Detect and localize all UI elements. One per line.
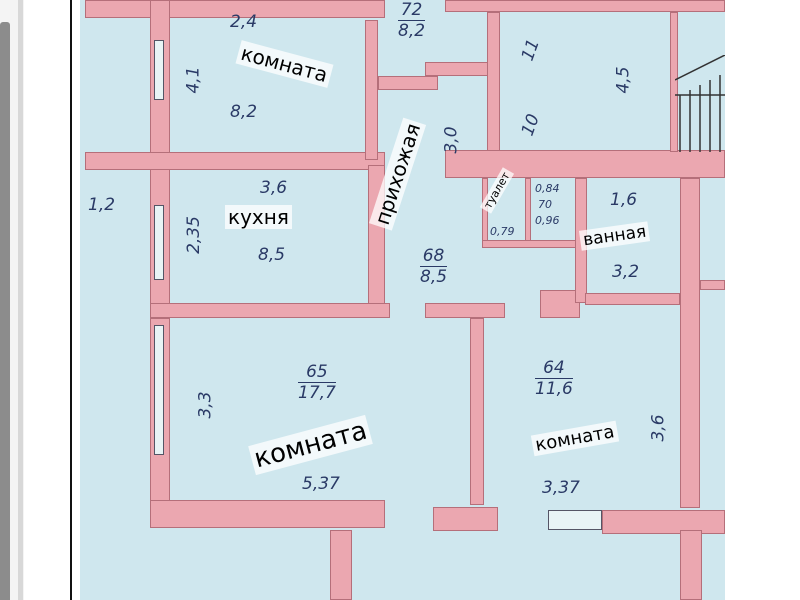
kitchen-area: 8,5 <box>258 245 286 265</box>
floor-plan: комната 2,4 4,1 8,2 72 8,2 4,5 11 10 1,2… <box>80 0 725 600</box>
wall <box>680 178 700 508</box>
toilet-area: 0,79 <box>490 225 515 238</box>
living-room-height: 3,3 <box>195 391 216 419</box>
room-height: 4,1 <box>183 66 204 94</box>
corridor-area: 72 8,2 <box>398 0 426 41</box>
window <box>154 205 164 280</box>
corridor-area-value: 8,2 <box>398 21 426 41</box>
wall <box>670 12 678 152</box>
room-width: 2,4 <box>230 12 258 32</box>
top-right-diagonal: 11 <box>517 36 544 64</box>
wall <box>425 303 505 318</box>
kitchen-width: 3,6 <box>260 178 288 198</box>
room-right-number: 64 <box>535 358 573 379</box>
bathroom-area: 3,2 <box>612 262 640 282</box>
wall <box>445 0 725 12</box>
wall <box>525 178 531 243</box>
wall <box>482 240 587 248</box>
wall <box>470 318 484 505</box>
wall <box>425 62 495 76</box>
top-right-height: 4,5 <box>613 66 634 94</box>
scroll-edge <box>18 0 23 600</box>
wall <box>330 530 352 600</box>
toilet2-number: 70 <box>538 198 552 211</box>
balcony-door <box>548 510 602 530</box>
room-area: 8,2 <box>230 102 258 122</box>
outside-dimension: 1,2 <box>88 195 116 215</box>
window <box>154 325 164 455</box>
corridor-number: 72 <box>398 0 426 21</box>
room-label: комната <box>235 40 334 88</box>
wall <box>602 510 725 534</box>
top-right-lower: 10 <box>517 111 544 139</box>
window <box>154 40 164 100</box>
bathroom-width: 1,6 <box>610 190 638 210</box>
wall <box>680 530 702 600</box>
living-room-area-value: 17,7 <box>298 383 336 403</box>
living-room-label: комната <box>248 414 374 476</box>
wall <box>150 303 390 318</box>
wall <box>365 20 378 160</box>
wall <box>85 152 385 170</box>
wall <box>445 150 725 178</box>
bathroom-label: ванная <box>578 221 651 251</box>
room-right-area-value: 11,6 <box>535 379 573 399</box>
hallway-height: 3,0 <box>441 126 462 154</box>
toilet2-top: 0,84 <box>535 182 560 195</box>
hallway-area: 68 8,5 <box>420 246 448 287</box>
wall <box>540 290 580 318</box>
room-right-area: 64 11,6 <box>535 358 573 399</box>
wall <box>585 293 680 305</box>
living-room-number: 65 <box>298 362 336 383</box>
kitchen-label: кухня <box>225 205 292 229</box>
room-right-label: комната <box>530 420 619 457</box>
image-frame-border <box>70 0 72 600</box>
wall <box>433 507 498 531</box>
scrollbar-thumb[interactable] <box>0 22 10 600</box>
wall <box>150 500 385 528</box>
wall <box>487 12 500 152</box>
hallway-area-value: 8,5 <box>420 267 448 287</box>
room-right-width: 3,37 <box>542 478 580 498</box>
hallway-number: 68 <box>420 246 448 267</box>
kitchen-height: 2,35 <box>183 216 204 254</box>
living-room-area: 65 17,7 <box>298 362 336 403</box>
wall <box>378 76 438 90</box>
toilet2-area: 0,96 <box>535 214 560 227</box>
wall <box>700 280 725 290</box>
living-room-width: 5,37 <box>302 474 340 494</box>
room-right-height: 3,6 <box>648 414 669 442</box>
staircase-icon <box>675 55 725 152</box>
